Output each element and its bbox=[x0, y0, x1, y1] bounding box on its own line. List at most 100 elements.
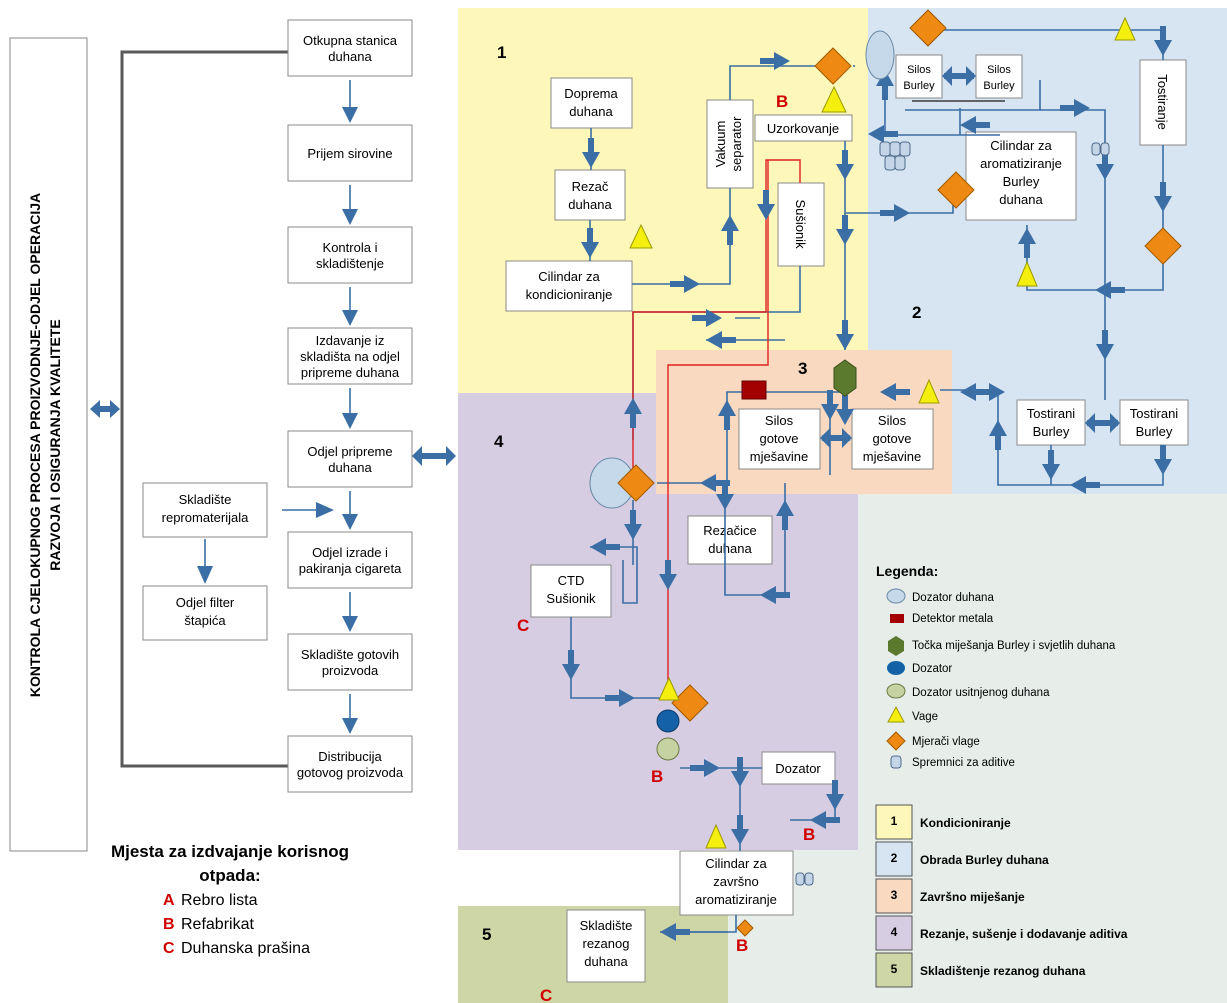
left-flow-box-6-line1: Odjel izrade i bbox=[312, 545, 388, 560]
cilindar-arom-line3: Burley bbox=[1003, 174, 1040, 189]
legend: Legenda: Dozator duhana Detektor metala … bbox=[875, 563, 1128, 988]
additive-containers-1 bbox=[879, 141, 911, 171]
waste-note-item-1-text: Rebro lista bbox=[181, 892, 258, 909]
legend-additive-icon bbox=[890, 755, 902, 769]
filter-rods-box: Odjel filter štapića bbox=[142, 585, 268, 641]
legend-metal-detector-icon bbox=[890, 614, 904, 623]
skladiste-rezanog-line1: Skladište bbox=[580, 918, 633, 933]
box-rezac: Rezač duhana bbox=[554, 169, 626, 221]
legend-scale-icon bbox=[887, 705, 905, 723]
zone-2-number: 2 bbox=[912, 303, 921, 322]
legend-zone-3-number: 3 bbox=[891, 888, 898, 902]
box-skladiste-rezanog: Skladište rezanog duhana bbox=[566, 909, 646, 983]
left-flow-box-3-line1: Kontrola i bbox=[323, 240, 378, 255]
rezac-line2: duhana bbox=[568, 197, 612, 212]
additive-containers-3 bbox=[795, 872, 814, 886]
box-silos-gotove-b: Silos gotove mješavine bbox=[851, 408, 934, 470]
side-title: KONTROLA CJELOKUPNOG PROCESA PROIZVODNJE… bbox=[27, 193, 63, 697]
legend-zone-1-number: 1 bbox=[891, 814, 898, 828]
tostirani-a-line1: Tostirani bbox=[1027, 406, 1076, 421]
silos-burley-b-line2: Burley bbox=[983, 80, 1015, 92]
moisture-meter-2 bbox=[909, 9, 947, 47]
silos-gotove-a-line3: mješavine bbox=[750, 449, 809, 464]
box-tostirani-burley-b: Tostirani Burley bbox=[1119, 399, 1189, 446]
additive-containers-2 bbox=[1091, 142, 1110, 156]
box-cilindar-zavrsno: Cilindar za završno aromatiziranje bbox=[679, 850, 794, 916]
box-uzorkovanje: Uzorkovanje bbox=[754, 114, 853, 142]
legend-item-vage: Vage bbox=[912, 711, 938, 723]
left-flow-box-4-line2: skladišta na odjel bbox=[300, 349, 400, 364]
waste-note-item-1: A Rebro lista bbox=[163, 892, 258, 909]
cilindar-arom-line1: Cilindar za bbox=[990, 138, 1052, 153]
filter-rods-line1: Odjel filter bbox=[176, 595, 235, 610]
zone-3-number: 3 bbox=[798, 359, 807, 378]
moisture-meter-4 bbox=[1144, 227, 1182, 265]
left-flow-box-5-line1: Odjel pripreme bbox=[307, 444, 392, 459]
waste-note-title-line2: otpada: bbox=[199, 866, 260, 885]
box-tostirani-burley-a: Tostirani Burley bbox=[1016, 399, 1086, 446]
storage-repromaterial-line2: repromaterijala bbox=[162, 510, 249, 525]
filter-rods-line2: štapića bbox=[184, 613, 226, 628]
zone-5-number: 5 bbox=[482, 925, 491, 944]
box-dozator: Dozator bbox=[761, 751, 836, 785]
arrowheads bbox=[562, 26, 1172, 941]
waste-label-b-2: B bbox=[651, 767, 663, 786]
doprema-line1: Doprema bbox=[564, 86, 618, 101]
uzorkovanje-text: Uzorkovanje bbox=[767, 121, 839, 136]
box-silos-burley-a: Silos Burley bbox=[895, 54, 943, 99]
cilindar-zavrsno-line2: završno bbox=[713, 874, 759, 889]
legend-item-detektor-metala: Detektor metala bbox=[912, 613, 994, 625]
waste-label-c-2: C bbox=[540, 986, 552, 1003]
scale-3 bbox=[1114, 16, 1136, 41]
left-flow-arrows bbox=[342, 80, 358, 734]
legend-item-dozator-duhana: Dozator duhana bbox=[912, 592, 994, 604]
box-silos-burley-b: Silos Burley bbox=[975, 54, 1023, 99]
legend-zone-1-label: Kondicioniranje bbox=[920, 816, 1011, 830]
left-flow-box-7-line2: proizvoda bbox=[322, 663, 379, 678]
silos-gotove-a-line2: gotove bbox=[759, 431, 798, 446]
legend-crushed-dozator-icon bbox=[886, 683, 906, 699]
legend-zone-4-number: 4 bbox=[891, 925, 898, 939]
legend-item-mjeraci-vlage: Mjerači vlage bbox=[912, 736, 980, 748]
box-doprema: Doprema duhana bbox=[550, 77, 633, 129]
left-flow-box-7-line1: Skladište gotovih bbox=[301, 647, 399, 662]
moisture-meter-5 bbox=[617, 464, 655, 502]
moisture-meter-1 bbox=[814, 47, 852, 85]
left-flow-box-6-line2: pakiranja cigareta bbox=[299, 561, 402, 576]
legend-moisture-icon bbox=[886, 731, 906, 751]
waste-label-b-1: B bbox=[776, 92, 788, 111]
zone-1-number: 1 bbox=[497, 43, 506, 62]
cilindar-arom-line2: aromatiziranje bbox=[980, 156, 1062, 171]
scale-5 bbox=[918, 378, 940, 404]
box-silos-gotove-a: Silos gotove mješavine bbox=[738, 408, 821, 470]
legend-zone-5-number: 5 bbox=[891, 962, 898, 976]
bidirectional-arrow-left bbox=[90, 400, 120, 418]
side-title-line1: KONTROLA CJELOKUPNOG PROCESA PROIZVODNJE… bbox=[27, 193, 43, 697]
waste-note-item-1-letter: A bbox=[163, 892, 175, 909]
waste-note-item-3-text: Duhanska prašina bbox=[181, 940, 310, 957]
legend-item-tocka-mijesanja: Točka miješanja Burley i svjetlih duhana bbox=[912, 640, 1116, 652]
legend-dozator-duhana-icon bbox=[886, 588, 906, 604]
control-bracket bbox=[120, 50, 288, 768]
side-title-box bbox=[9, 37, 88, 852]
dozator-duhana-symbol-1 bbox=[865, 30, 895, 80]
left-flow-box-3-line2: skladištenje bbox=[316, 256, 384, 271]
scale-2 bbox=[629, 223, 653, 249]
legend-item-dozator-usitnjenog: Dozator usitnjenog duhana bbox=[912, 687, 1050, 699]
storage-repromaterial-box: Skladište repromaterijala bbox=[142, 482, 268, 538]
rezacice-line2: duhana bbox=[708, 541, 752, 556]
legend-zone-1: 1 Kondicioniranje bbox=[875, 804, 1011, 840]
rezac-line1: Rezač bbox=[572, 179, 609, 194]
legend-zone-5-label: Skladištenje rezanog duhana bbox=[920, 964, 1086, 978]
box-cilindar-aromatiziranje: Cilindar za aromatiziranje Burley duhana bbox=[965, 131, 1077, 221]
tostirani-b-line2: Burley bbox=[1136, 424, 1173, 439]
skladiste-rezanog-line3: duhana bbox=[584, 954, 628, 969]
metal-detector-symbol bbox=[741, 380, 767, 400]
red-lines bbox=[632, 159, 801, 685]
